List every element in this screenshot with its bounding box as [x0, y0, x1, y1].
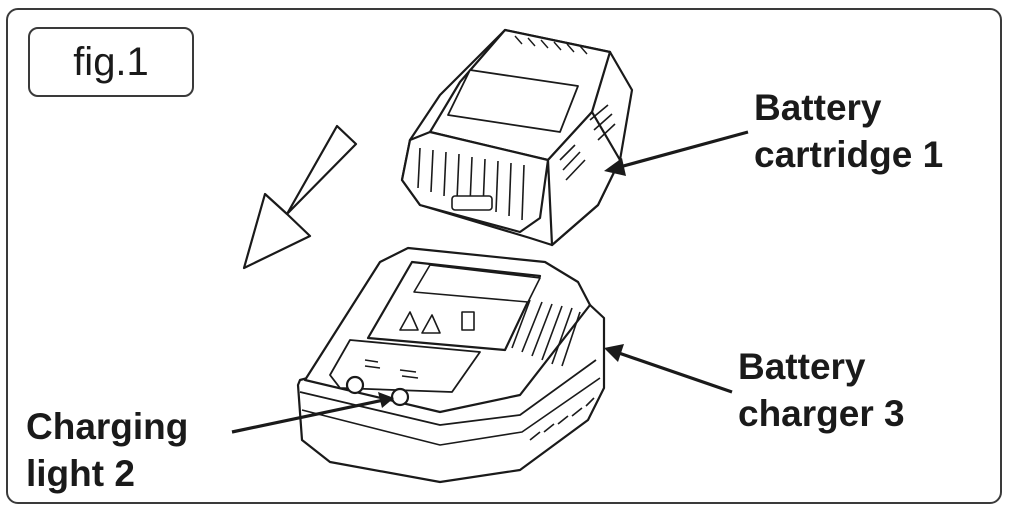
- insertion-arrow: [242, 124, 358, 270]
- callout-charging-light-line2: light 2: [26, 453, 135, 494]
- figure-label: fig.1: [28, 27, 194, 97]
- callout-battery-cartridge-line1: Battery: [754, 87, 882, 128]
- callout-charging-light-line1: Charging: [26, 406, 189, 447]
- battery-charger: [296, 246, 606, 484]
- callout-battery-charger-line2: charger 3: [738, 393, 905, 434]
- callout-battery-cartridge: Battery cartridge 1: [754, 84, 943, 178]
- callout-battery-charger: Battery charger 3: [738, 343, 905, 437]
- battery-cartridge: [400, 28, 634, 247]
- leader-battery-cartridge: [604, 130, 749, 176]
- leader-battery-charger: [604, 344, 733, 394]
- charging-light-right: [390, 387, 410, 407]
- callout-charging-light: Charging light 2: [26, 403, 188, 497]
- leader-charging-light: [231, 392, 394, 434]
- callout-battery-charger-line1: Battery: [738, 346, 866, 387]
- charging-light-left: [345, 375, 365, 395]
- callout-battery-cartridge-line2: cartridge 1: [754, 134, 944, 175]
